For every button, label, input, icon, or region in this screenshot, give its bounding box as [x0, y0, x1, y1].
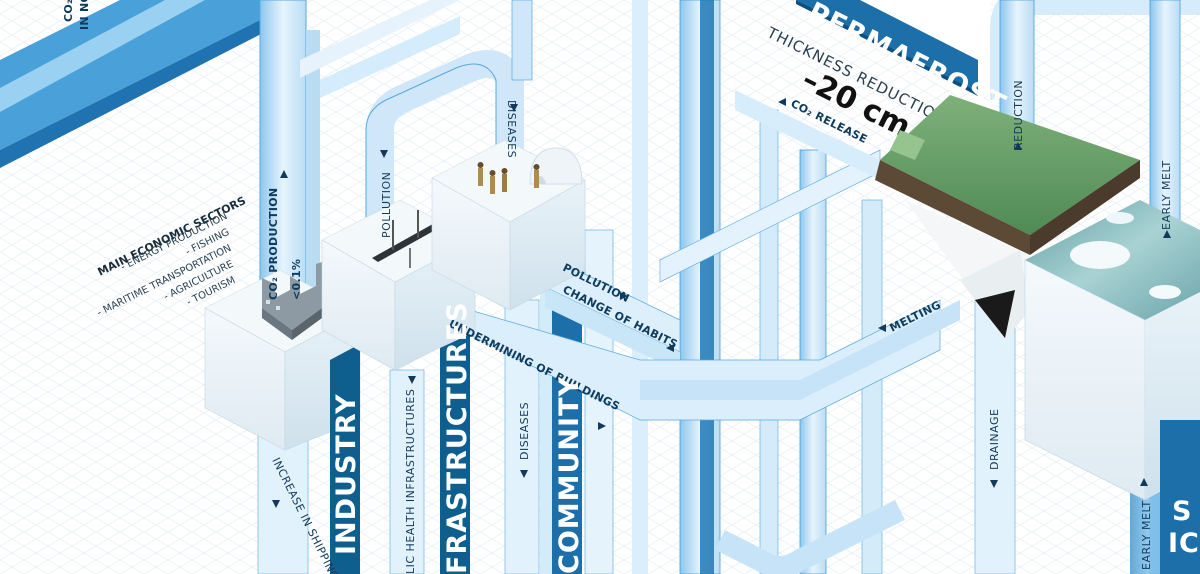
arrow-left-icon	[666, 344, 674, 352]
top-left-text-line1: CO₂	[62, 0, 75, 22]
label-reduction: REDUCTION	[1012, 80, 1025, 150]
arrow-down-icon	[272, 500, 280, 508]
people-icon	[477, 162, 540, 194]
top-left-text-line2: IN NON	[78, 0, 91, 30]
right-partial-title-2: IC	[1168, 528, 1200, 559]
permafrost-chunk	[875, 95, 1140, 340]
arrow-up-icon	[1163, 230, 1171, 238]
factory-icon	[262, 262, 322, 340]
right-partial-title-1: S	[1172, 496, 1192, 527]
label-drainage: DRAINAGE	[988, 409, 1001, 470]
igloo-icon	[529, 147, 583, 185]
arrow-down-icon	[380, 150, 388, 158]
permafrost-banner	[796, 0, 990, 96]
label-diseases-top: DISEASES	[505, 100, 518, 158]
top-left-text: CO₂ IN NON	[62, 0, 91, 30]
arrow-down-icon	[510, 104, 518, 112]
label-co2-pct: <0.1%	[290, 259, 303, 300]
label-early-melt-bottom: EARLY MELT	[1140, 500, 1153, 570]
arrow-icons	[272, 98, 1171, 508]
ice-water-cube	[1024, 200, 1200, 574]
arrow-right-icon	[598, 422, 606, 430]
arrow-down-icon	[990, 480, 998, 488]
arrow-up-icon	[1140, 478, 1148, 486]
community-title: COMMUNITY	[554, 376, 585, 574]
industry-title: INDUSTRY	[331, 393, 362, 555]
label-early-melt-top: EARLY MELT	[1160, 160, 1173, 230]
infrastructures-title: FRASTRUCTURES	[442, 301, 473, 574]
label-public-health: LIC HEALTH INFRASTRUCTURES	[404, 389, 417, 574]
label-pollution-vertical: POLLUTION	[380, 172, 393, 238]
pipes	[257, 0, 1200, 574]
arrow-left-icon	[878, 324, 886, 332]
arrow-down-icon	[520, 470, 528, 478]
arrow-up-icon	[280, 170, 288, 178]
top-left-banner	[0, 0, 300, 168]
label-diseases-bottom: DISEASES	[518, 402, 531, 460]
community-cube	[431, 139, 586, 311]
arrow-left-icon	[778, 98, 786, 106]
arrow-right-icon	[620, 292, 628, 300]
arrow-down-icon	[408, 376, 416, 384]
label-co2-production: CO₂ PRODUCTION	[267, 188, 280, 300]
arrow-up-icon	[1014, 142, 1022, 150]
